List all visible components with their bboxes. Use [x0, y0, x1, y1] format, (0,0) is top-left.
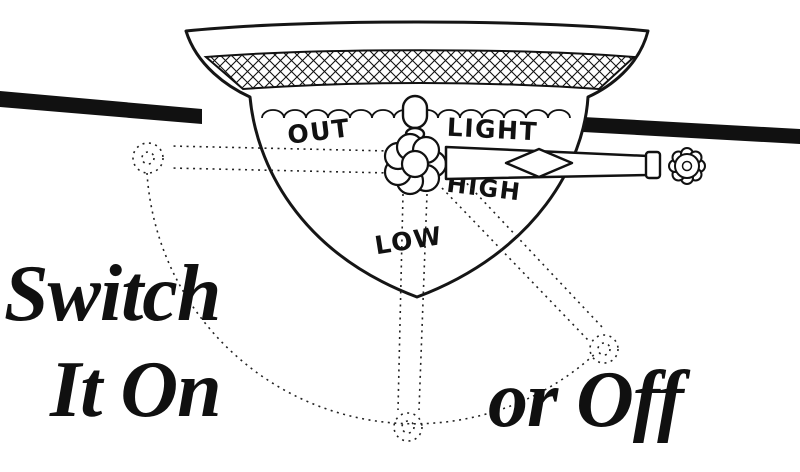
dotted-position-down-right-icon — [441, 173, 619, 364]
headline-line-it-on: It On — [50, 346, 222, 434]
crosshatch-band-icon — [203, 49, 637, 91]
headline-line-switch: Switch — [4, 250, 221, 338]
lever-diamond-hole-icon — [504, 147, 574, 179]
switch-knob-icon — [383, 132, 448, 196]
dotted-position-left-icon — [132, 142, 391, 174]
ceiling-rod-right-icon — [583, 117, 800, 144]
lever-collar-icon — [644, 150, 662, 180]
lever-handle-icon — [444, 145, 706, 185]
lever-rosette-icon — [668, 147, 706, 185]
swing-path-arc-icon — [146, 172, 598, 425]
headline-line-or-off: or Off — [488, 356, 684, 444]
dotted-position-down-icon — [393, 193, 428, 442]
ceiling-rod-left-icon — [0, 91, 202, 124]
label-light: LIGHT — [446, 113, 539, 147]
